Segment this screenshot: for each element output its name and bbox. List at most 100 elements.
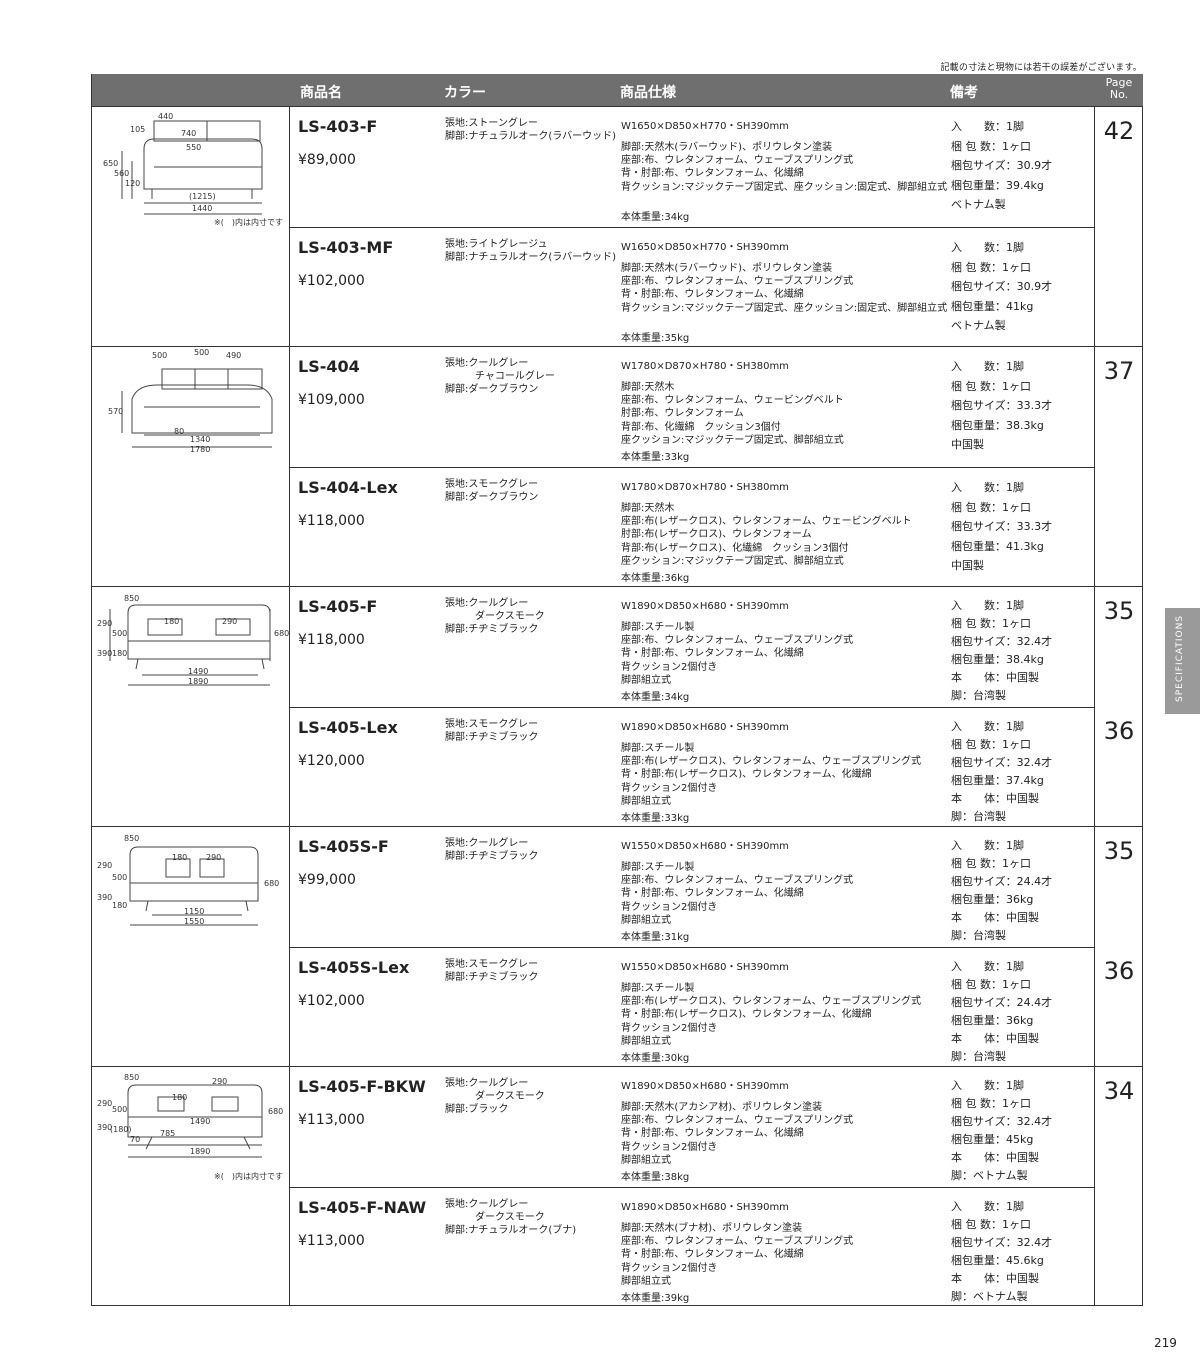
dim-label: 785 [160,1129,176,1138]
color-line: ダークスモーク [445,1212,545,1223]
spec-line: 脚部組立式 [621,795,671,807]
remark-line: 梱 包 数：1ヶ口 [951,379,1031,393]
product-colors: 張地:スモークグレー 脚部:チヂミブラック [445,958,538,984]
product-remarks: 入 数：1脚 梱 包 数：1ヶ口 梱包サイズ：33.3才 梱包重量：41.3kg… [951,478,1052,576]
product-row: LS-405-Lex ¥120,000 張地:スモークグレー 脚部:チヂミブラッ… [289,707,1095,828]
remark-line: 梱包サイズ：24.4才 [951,875,1053,888]
color-line: ダークスモーク [445,1091,545,1102]
spec-line: 背・肘部:布、ウレタンフォーム、化繊綿 [621,168,804,180]
dim-label: 490 [226,351,242,360]
remark-line: 梱包サイズ：30.9才 [951,159,1053,172]
dim-label: 290 [97,1099,113,1108]
dim-label: 680 [264,879,280,888]
sofa-dimension-drawing [121,120,263,215]
dim-label: 500 [152,351,168,360]
product-colors: 張地:スモークグレー 脚部:ダークブラウン [445,478,538,504]
column-divider [1094,347,1095,586]
section-tab: SPECIFICATIONS [1165,608,1200,714]
spec-line: 脚部組立式 [621,1275,671,1287]
spec-line: 脚部組立式 [621,674,671,686]
remark-line: 梱包サイズ：24.4才 [951,996,1053,1009]
product-colors: 張地:クールグレー ダークスモーク 脚部:チヂミブラック [445,597,545,636]
color-line: 張地:クールグレー [445,358,529,369]
dim-label: 1440 [192,204,213,213]
spec-line: 背・肘部:布、ウレタンフォーム、化繊綿 [621,888,804,900]
dim-label: 1150 [184,907,205,916]
table-header: 商品名 カラー 商品仕様 備考 Page No. [92,74,1143,106]
group-ls-404: 500 500 490 570 80 1340 1780 37 LS-404 ¥… [92,346,1143,586]
product-dimensions: W1890×D850×H680・SH390mm [621,601,789,612]
spec-line: 背クッション2個付き [621,901,718,913]
remark-line: 脚：台湾製 [951,810,1006,823]
column-divider [1094,827,1095,1066]
product-remarks: 入 数：1脚 梱 包 数：1ヶ口 梱包サイズ：32.4才 梱包重量：45kg 本… [951,1077,1052,1185]
remark-line: 梱 包 数：1ヶ口 [951,978,1031,991]
color-line: 張地:クールグレー [445,598,529,609]
header-spec: 商品仕様 [620,85,676,101]
dim-label: 550 [186,143,202,152]
product-name: LS-405-Lex [298,718,398,737]
disclaimer-note: 記載の寸法と現物には若干の誤差がございます。 [940,63,1142,73]
remark-line: 入 数：1脚 [951,481,1024,494]
dim-label: 570 [108,407,124,416]
header-product-name: 商品名 [300,85,342,101]
remark-line: 梱包サイズ：33.3才 [951,520,1053,533]
product-price: ¥118,000 [298,632,365,648]
product-price: ¥102,000 [298,273,365,289]
product-name: LS-403-F [298,117,378,136]
remark-line: 脚：台湾製 [951,1050,1006,1063]
dim-label: 850 [124,1073,140,1082]
spec-line: 背クッション:マジックテープ固定式、座クッション:固定式、脚部組立式 [621,181,948,193]
color-line: 張地:ストーングレー [445,118,538,129]
inner-dimension-note: ※( )内は内寸です [214,218,283,227]
remark-line: 入 数：1脚 [951,360,1024,373]
spec-line: 座クッション:マジックテープ固定式、脚部組立式 [621,434,844,446]
dim-label: 390 [97,1123,113,1132]
dim-label: 180 [112,649,128,658]
product-spec: 脚部:天然木(アカシア材)、ポリウレタン塗装 座部:布、ウレタンフォーム、ウェー… [621,1101,853,1167]
product-weight: 本体重量:33kg [621,813,690,824]
remark-line: 梱包重量：38.3kg [951,418,1044,432]
product-dimensions: W1650×D850×H770・SH390mm [621,121,789,132]
spec-line: 背・肘部:布、ウレタンフォーム、化繊綿 [621,648,804,660]
product-price: ¥99,000 [298,872,356,888]
product-weight: 本体重量:33kg [621,452,690,463]
drawing-labels: 850 290 500 390 180 180 290 680 1150 155… [92,827,292,947]
remark-line: 本 体：中国製 [951,1272,1039,1285]
remark-line: 梱 包 数：1ヶ口 [951,857,1031,870]
product-dimensions: W1890×D850×H680・SH390mm [621,1202,789,1213]
spec-line: 背部:布、化繊綿 クッション3個付 [621,421,781,433]
header-page-no: Page No. [1105,76,1133,101]
spec-line: 座部:布、ウレタンフォーム、ウェービングベルト [621,395,844,407]
dim-label: 680 [268,1107,284,1116]
color-line: チャコールグレー [445,371,555,382]
product-row: LS-405S-F ¥99,000 張地:クールグレー 脚部:チヂミブラック W… [289,827,1095,947]
product-price: ¥113,000 [298,1233,365,1249]
page-number: 37 [1103,357,1135,385]
dim-label: (180) [110,1125,132,1134]
spec-line: 座部:布、ウレタンフォーム、ウェーブスプリング式 [621,635,854,647]
header-color: カラー [444,85,486,101]
color-line: 脚部:ナチュラルオーク(ブナ) [445,1225,577,1236]
spec-line: 背クッション:マジックテープ固定式、座クッション:固定式、脚部組立式 [621,302,948,314]
dim-label: 440 [158,112,174,121]
spec-line: 背・肘部:布、ウレタンフォーム、化繊綿 [621,1128,804,1140]
column-divider [289,587,290,826]
color-line: 脚部:チヂミブラック [445,972,539,983]
sofa-dimension-drawing [109,604,271,686]
dim-label: 290 [97,861,113,870]
product-row: LS-405-F-BKW ¥113,000 張地:クールグレー ダークスモーク … [289,1067,1095,1187]
spec-line: 座部:布(レザークロス)、ウレタンフォーム、ウェービングベルト [621,516,912,528]
dim-label: 680 [274,629,290,638]
product-name: LS-403-MF [298,238,394,257]
spec-line: 肘部:布、ウレタンフォーム [621,408,744,420]
dim-label: 740 [181,129,197,138]
column-divider [289,347,290,586]
remark-line: 梱包重量：45kg [951,1133,1034,1146]
inner-dimension-note: ※( )内は内寸です [214,1172,283,1181]
sofa-dimension-drawing [121,368,273,448]
spec-table: 商品名 カラー 商品仕様 備考 Page No. 440 105 [91,74,1143,1306]
spec-line: 背・肘部:布、ウレタンフォーム、化繊綿 [621,289,804,301]
remark-line: 入 数：1脚 [951,120,1024,133]
remark-line: 梱 包 数：1ヶ口 [951,500,1031,514]
